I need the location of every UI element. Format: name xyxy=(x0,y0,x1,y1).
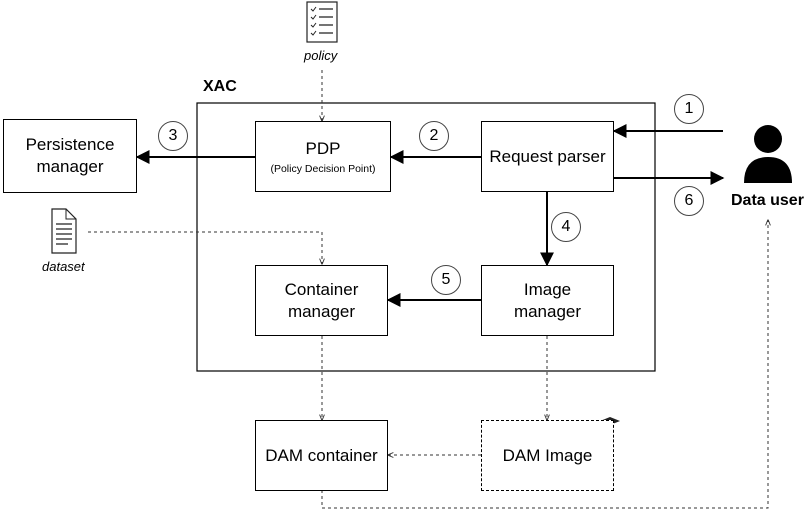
image-manager-label: Image manager xyxy=(513,279,582,321)
dam-container-box: DAM container xyxy=(255,420,388,491)
persistence-manager-box: Persistence manager xyxy=(3,119,137,193)
dashed-dam-container-to-user xyxy=(321,220,768,509)
xac-label: XAC xyxy=(203,78,237,95)
dam-image-label: DAM Image xyxy=(502,445,593,465)
step-3-badge: 3 xyxy=(158,121,188,151)
pdp-sublabel: (Policy Decision Point) xyxy=(270,162,376,175)
dam-container-label: DAM container xyxy=(265,445,378,465)
user-silhouette-icon xyxy=(744,125,792,183)
dam-image-box: DAM Image xyxy=(481,420,614,491)
step-5-badge: 5 xyxy=(431,265,461,295)
request-parser-label: Request parser xyxy=(489,146,606,166)
xac-frame xyxy=(196,102,656,372)
data-user-label: Data user xyxy=(731,192,804,209)
request-parser-box: Request parser xyxy=(481,121,614,192)
image-manager-box: Image manager xyxy=(481,265,614,336)
container-manager-label: Container manager xyxy=(284,279,359,321)
persistence-manager-label: Persistence manager xyxy=(25,135,115,176)
pdp-box: PDP (Policy Decision Point) xyxy=(255,121,391,192)
pdp-label: PDP xyxy=(305,138,341,158)
dataset-label: dataset xyxy=(42,259,85,274)
step-2-badge: 2 xyxy=(419,121,449,151)
dashed-dataset-to-container-manager xyxy=(88,231,322,264)
step-1-badge: 1 xyxy=(674,94,704,124)
checklist-document-icon xyxy=(306,1,338,43)
text-document-icon xyxy=(51,208,77,254)
step-6-badge: 6 xyxy=(674,186,704,216)
policy-label: policy xyxy=(304,48,338,63)
step-4-badge: 4 xyxy=(551,212,581,242)
container-manager-box: Container manager xyxy=(255,265,388,336)
